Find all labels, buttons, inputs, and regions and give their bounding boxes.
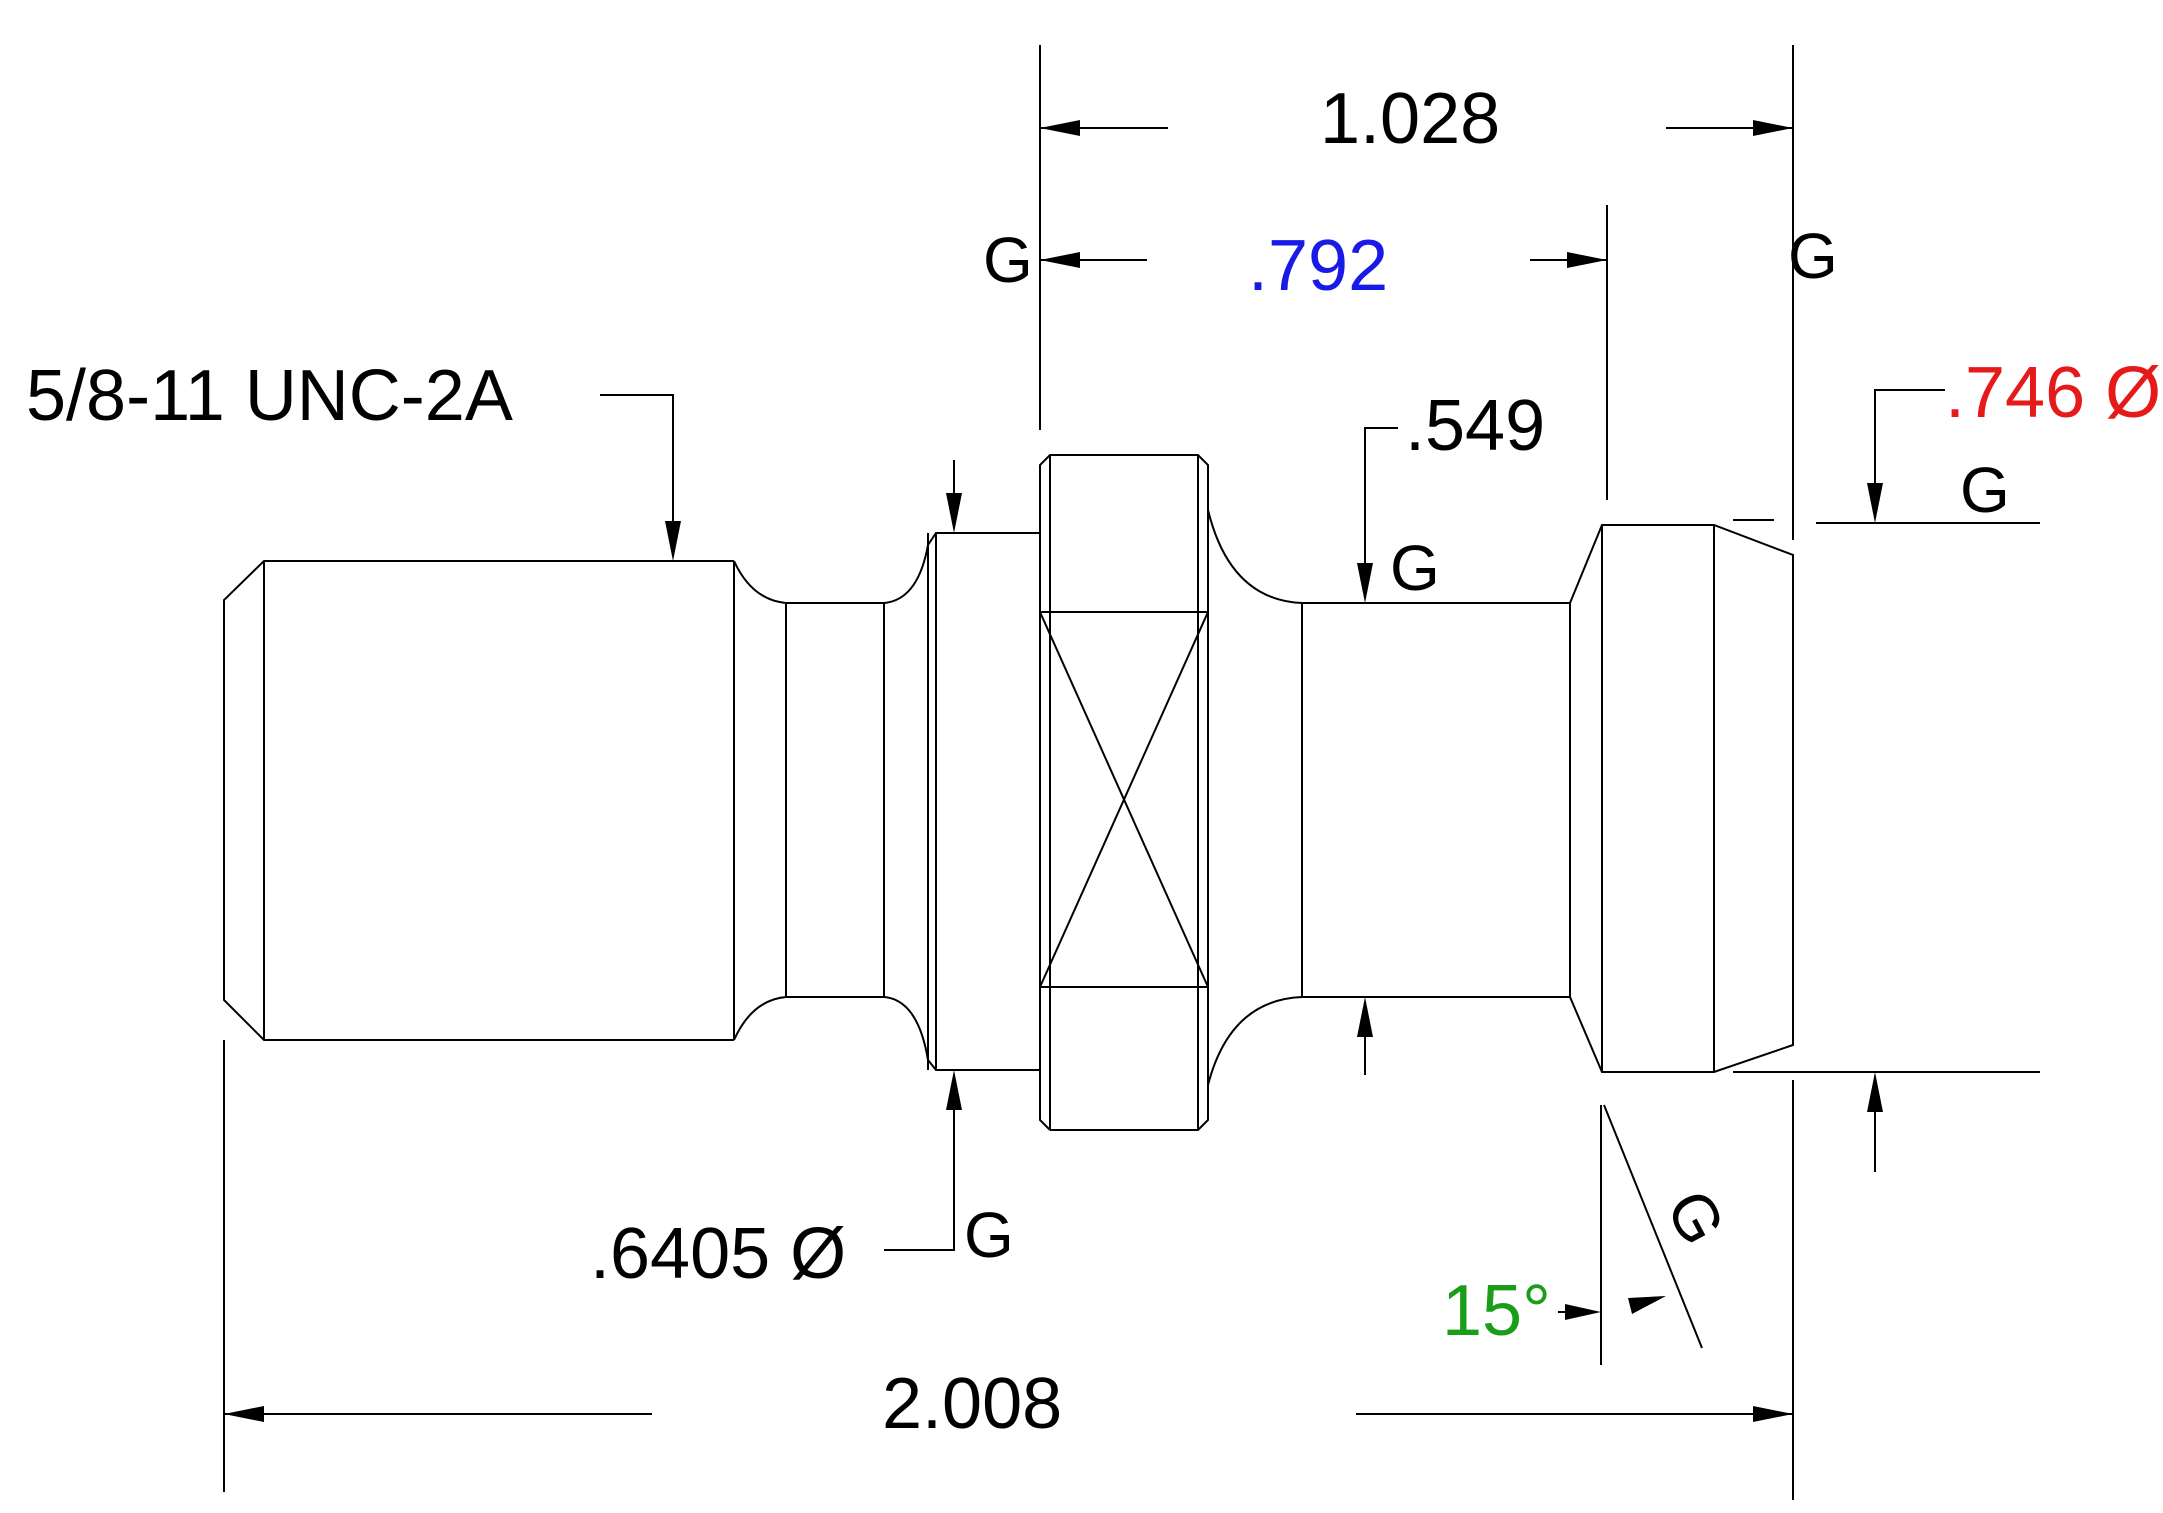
arrow-neck-bottom (1357, 997, 1373, 1037)
arrow-collar-top (946, 493, 962, 533)
arrow-1028-left (1040, 120, 1080, 136)
taper-angle-label: 15° (1442, 1271, 1551, 1351)
undercut-groove (733, 532, 1040, 1071)
grind-mark-neck: G (1390, 532, 1440, 604)
arrow-collar-bottom (946, 1070, 962, 1110)
collar-leader-bottom (884, 1100, 955, 1251)
dim-1028-label: 1.028 (1320, 79, 1500, 159)
dim-2008-label: 2.008 (882, 1364, 1062, 1444)
grind-mark-head: G (1960, 454, 2010, 526)
arrow-1028-right (1753, 120, 1793, 136)
arrow-angle-right (1628, 1296, 1666, 1314)
flat-cross-2 (1039, 611, 1209, 988)
arrow-angle-left (1565, 1304, 1601, 1320)
dimension-lines (223, 45, 2040, 1500)
arrow-2008-right (1753, 1406, 1793, 1422)
collar-diameter-label: .6405 Ø (590, 1214, 846, 1294)
dimension-labels: 1.028 .792 2.008 5/8-11 UNC-2A .549 .746… (26, 79, 2161, 1444)
grind-mark-face: G (1788, 220, 1838, 292)
arrow-head-top (1867, 483, 1883, 523)
head-leader-top (1874, 389, 1945, 498)
arrowheads (224, 120, 1883, 1422)
arrow-thread (665, 521, 681, 561)
arrow-head-bottom (1867, 1072, 1883, 1112)
arrow-792-right (1567, 252, 1607, 268)
neck-outline (1207, 509, 1794, 1086)
grind-mark-collar: G (964, 1199, 1014, 1271)
grind-mark-taper: G (1652, 1179, 1739, 1257)
neck-diameter-label: .549 (1405, 386, 1545, 466)
arrow-2008-left (224, 1406, 264, 1422)
arrow-neck-top (1357, 563, 1373, 603)
thread-section (223, 560, 734, 1041)
arrow-792-left (1040, 252, 1080, 268)
neck-leader-top (1364, 427, 1398, 580)
part-outline (223, 454, 1794, 1131)
thread-leader (600, 394, 674, 528)
grind-mark-flange: G (983, 224, 1033, 296)
head-diameter-label: .746 Ø (1945, 353, 2161, 433)
dim-792-label: .792 (1248, 226, 1388, 306)
thread-callout-label: 5/8-11 UNC-2A (26, 356, 513, 436)
flange-outline (1039, 454, 1209, 1131)
angle-ext-slant (1603, 1104, 1703, 1349)
